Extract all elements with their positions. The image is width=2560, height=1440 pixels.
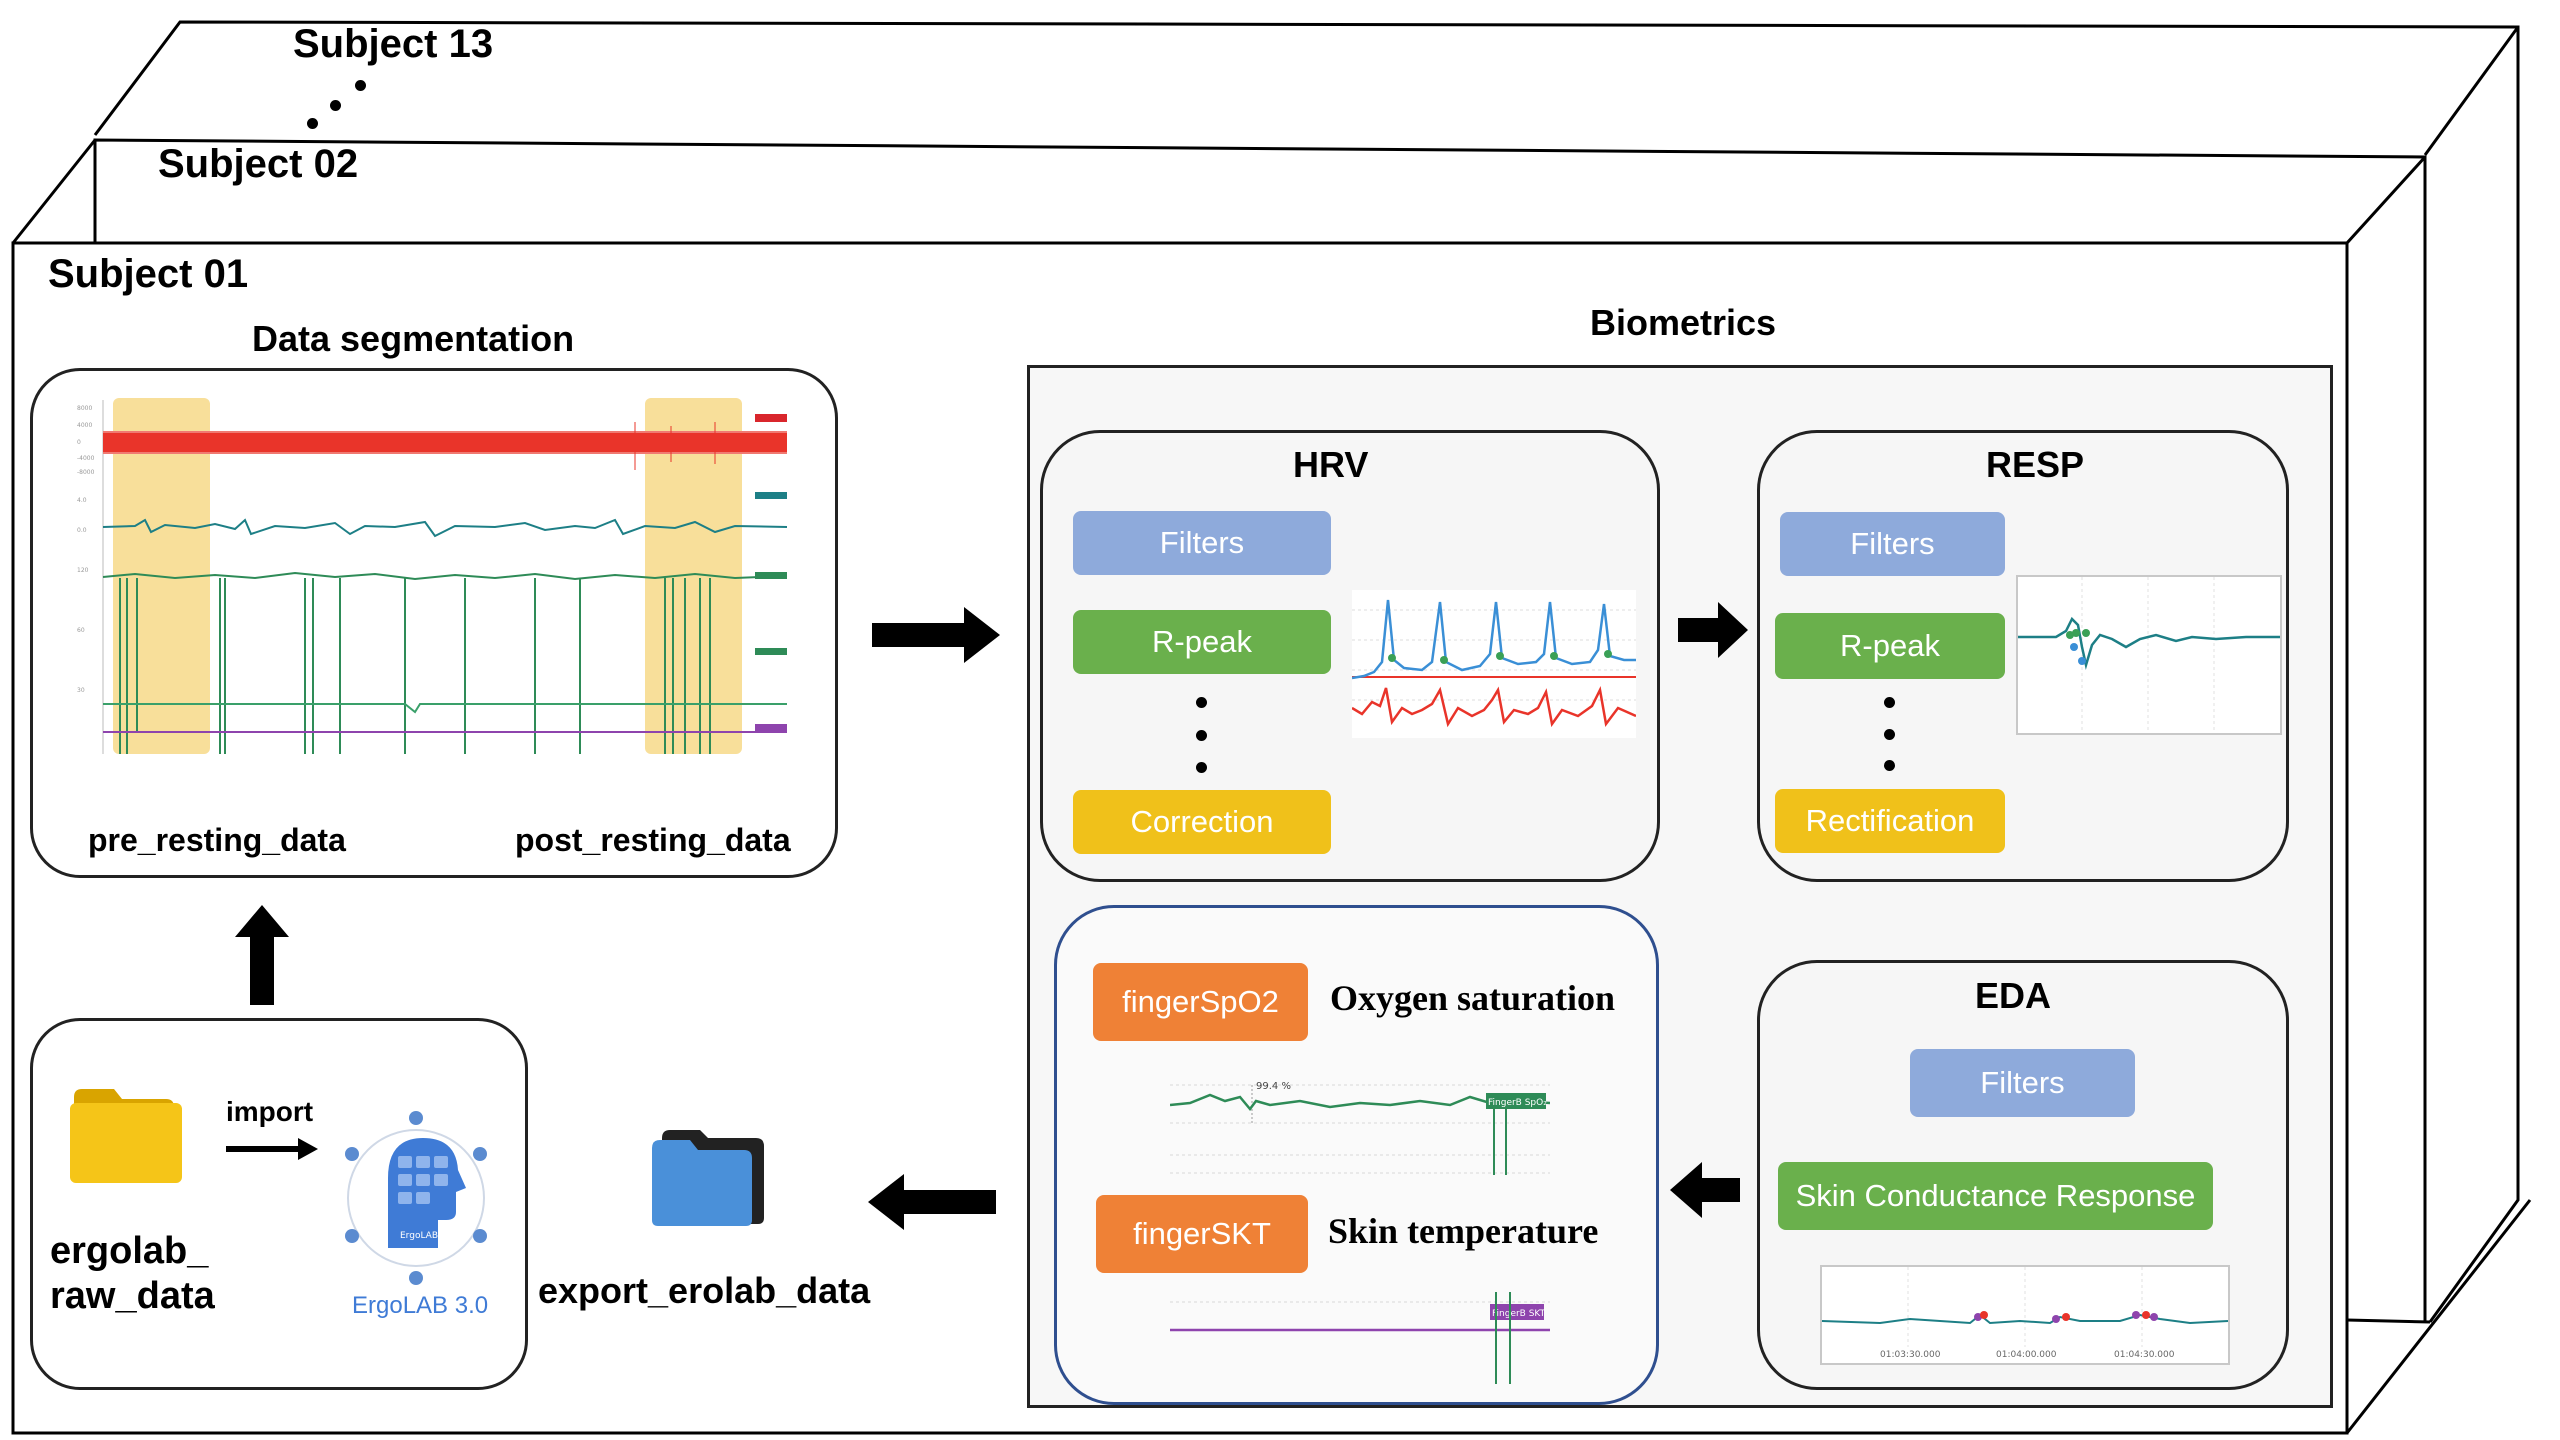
ellipsis-dot <box>330 100 341 111</box>
post-resting-highlight <box>645 398 742 754</box>
eda-scr-step: Skin Conductance Response <box>1778 1162 2213 1230</box>
ecg-band <box>103 433 787 452</box>
hrv-waveform-plot <box>1352 590 1636 738</box>
resp-trace-detail <box>2018 616 2280 670</box>
segmentation-signal-plot: 8000 4000 0 -4000 -8000 4.0 0.0 120 60 30 <box>77 398 788 754</box>
import-arrow-icon <box>226 1138 318 1160</box>
eda-tick-label: 01:04:30.000 <box>2114 1350 2175 1360</box>
import-arrow-label: import <box>226 1096 314 1127</box>
pre-resting-label: pre_resting_data <box>88 822 346 858</box>
arrow-left-icon <box>868 1174 996 1230</box>
ellipsis-dot <box>1884 697 1895 708</box>
ergolab-logo-icon: ErgoLAB <box>345 1111 487 1285</box>
post-resting-label: post_resting_data <box>515 822 791 858</box>
subject-13-label: Subject 13 <box>293 22 494 66</box>
export-folder-icon <box>652 1130 764 1226</box>
resp-rpeak-step: R-peak <box>1775 613 2005 679</box>
ergolab-logo-text: ErgoLAB <box>400 1231 438 1241</box>
resp-rectification-step: Rectification <box>1775 789 2005 853</box>
biometrics-title: Biometrics <box>1590 302 1777 343</box>
svg-text:30: 30 <box>77 687 85 694</box>
ellipsis-dot <box>1884 760 1895 771</box>
svg-text:120: 120 <box>77 567 89 574</box>
hrv-correction-step: Correction <box>1073 790 1331 854</box>
arrow-right-icon <box>1678 602 1748 658</box>
ellipsis-dot <box>1884 729 1895 740</box>
svg-text:-8000: -8000 <box>77 469 95 476</box>
hrv-rpeak-step: R-peak <box>1073 610 1331 674</box>
hrv-blue-trace <box>1352 599 1636 680</box>
skt-tag: FingerB SKT <box>1492 1309 1546 1319</box>
svg-text:8000: 8000 <box>77 405 92 412</box>
skt-waveform-plot: FingerB SKT <box>1170 1292 1550 1384</box>
ellipsis-dot <box>1196 697 1207 708</box>
eda-tick-label: 01:03:30.000 <box>1880 1350 1941 1360</box>
resp-filters-step: Filters <box>1780 512 2005 576</box>
folder-icon <box>70 1089 182 1183</box>
raw-data-label-line2: raw_data <box>50 1275 215 1317</box>
resp-title: RESP <box>1986 444 2085 485</box>
fingerspo2-button: fingerSpO2 <box>1093 963 1308 1041</box>
spo2-waveform-plot: 99.4 % FingerB SpO₂ <box>1170 1081 1550 1175</box>
hrv-title: HRV <box>1293 444 1369 485</box>
spo2-trace <box>102 571 788 581</box>
svg-text:0.0: 0.0 <box>77 527 87 534</box>
eda-title: EDA <box>1975 975 2052 1016</box>
spo2-value: 99.4 % <box>1256 1081 1291 1092</box>
ellipsis-dot <box>355 80 366 91</box>
eda-filters-step: Filters <box>1910 1049 2135 1117</box>
spo2-detail-trace <box>1170 1093 1550 1112</box>
resp-waveform-plot <box>2016 575 2282 735</box>
svg-text:4.0: 4.0 <box>77 497 87 504</box>
hrv-filters-step: Filters <box>1073 511 1331 575</box>
svg-text:0: 0 <box>77 439 81 446</box>
eda-tick-label: 01:04:00.000 <box>1996 1350 2057 1360</box>
subject-02-label: Subject 02 <box>158 142 359 186</box>
hrv-red-trace <box>1352 686 1636 728</box>
ellipsis-dot <box>1196 762 1207 773</box>
spo2-tag: FingerB SpO₂ <box>1488 1098 1547 1108</box>
skin-temperature-label: Skin temperature <box>1328 1211 1599 1251</box>
ergolab-app-name: ErgoLAB 3.0 <box>352 1292 489 1319</box>
svg-text:-4000: -4000 <box>77 455 95 462</box>
resp-trace <box>102 518 788 538</box>
eda-waveform-plot: 01:03:30.000 01:04:00.000 01:04:30.000 <box>1820 1265 2230 1365</box>
oxygen-saturation-label: Oxygen saturation <box>1330 978 1616 1018</box>
ellipsis-dot <box>307 118 318 129</box>
export-label: export_erolab_data <box>538 1270 871 1311</box>
ellipsis-dot <box>1196 730 1207 741</box>
segmentation-title: Data segmentation <box>252 318 575 359</box>
svg-text:60: 60 <box>77 627 85 634</box>
subject-01-label: Subject 01 <box>48 252 249 296</box>
arrow-right-icon <box>872 607 1000 663</box>
arrow-left-icon <box>1670 1162 1740 1218</box>
raw-data-label-line1: ergolab_ <box>50 1230 209 1272</box>
arrow-up-icon <box>235 905 289 1005</box>
fingerskt-button: fingerSKT <box>1096 1195 1308 1273</box>
svg-text:4000: 4000 <box>77 422 92 429</box>
